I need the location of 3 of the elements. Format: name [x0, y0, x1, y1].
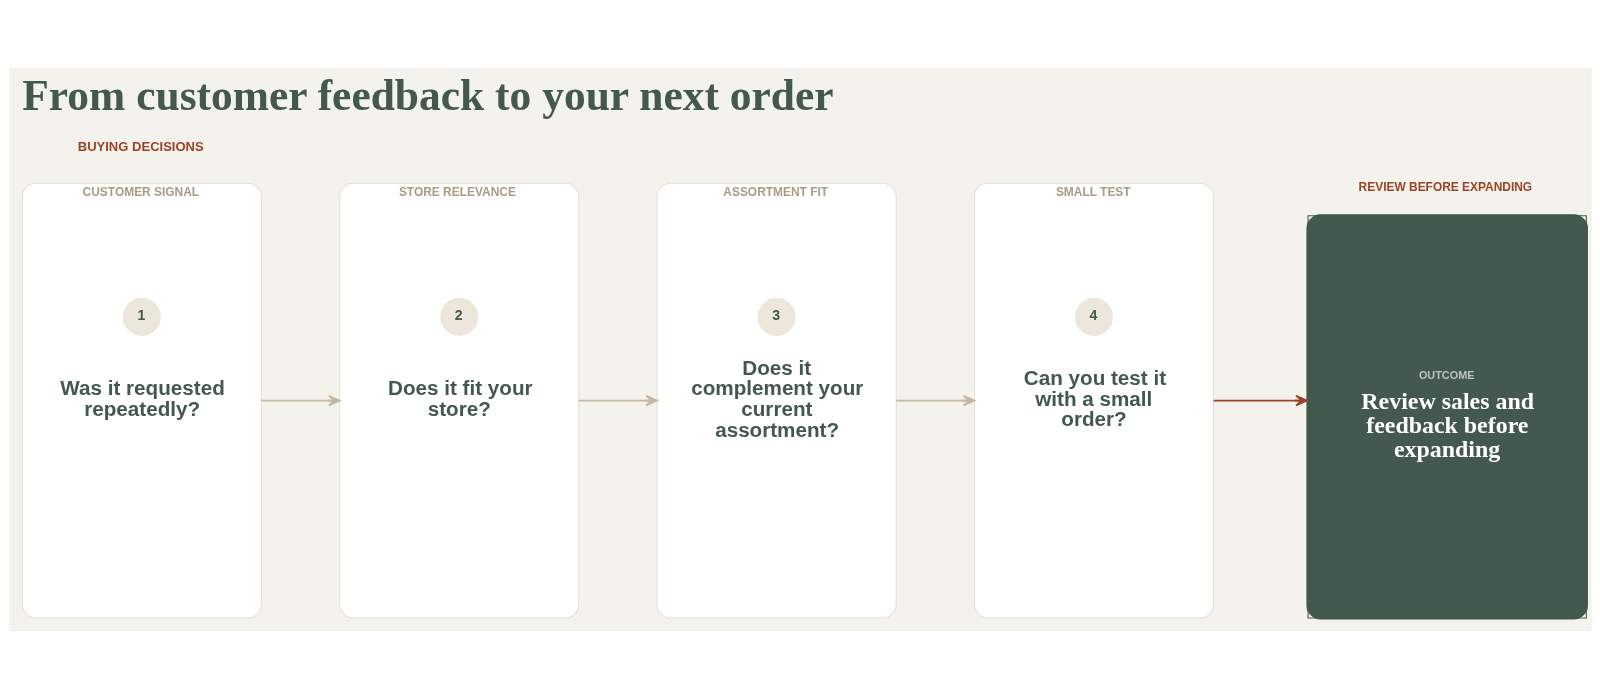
label: BUYING DECISIONS — [77, 138, 204, 154]
node-label: REVIEW BEFORE EXPANDING — [1358, 179, 1532, 194]
diagram-title: From customer feedback to your next order — [21, 70, 834, 119]
